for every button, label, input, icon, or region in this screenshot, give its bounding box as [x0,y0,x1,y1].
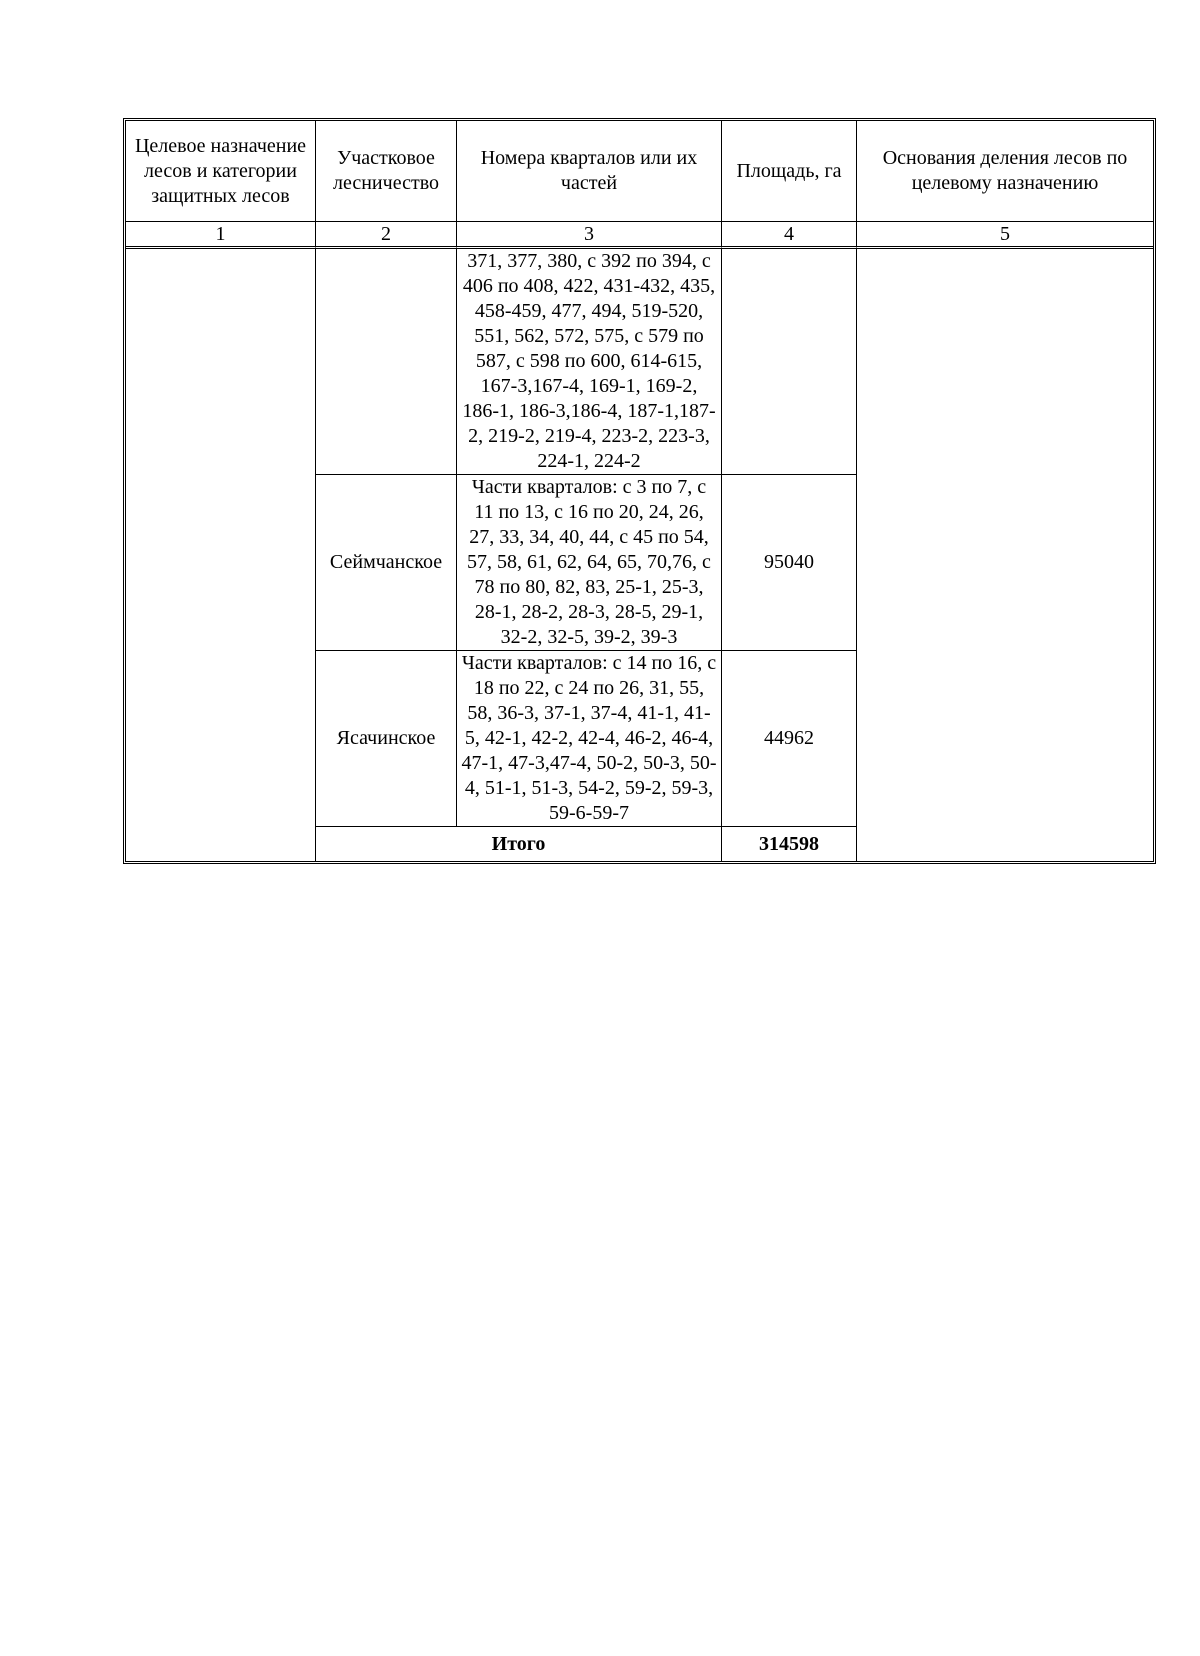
header-area: Площадь, га [722,121,857,222]
column-number: 1 [126,222,316,249]
table-row: Сеймчанское Части кварталов: с 3 по 7, с… [126,475,1153,651]
area-cell [722,249,857,475]
quarters-cell: Части кварталов: с 3 по 7, с 11 по 13, с… [457,475,722,651]
column-number: 3 [457,222,722,249]
forestry-cell [316,249,457,475]
column-number: 5 [857,222,1153,249]
forestry-cell: Сеймчанское [316,475,457,651]
basis-cell [857,249,1153,861]
forest-division-table: Целевое назначение лесов и категории защ… [123,118,1156,864]
quarters-cell: Части кварталов: с 14 по 16, с 18 по 22,… [457,651,722,827]
total-row: Итого 314598 [126,827,1153,861]
table-row: Ясачинское Части кварталов: с 14 по 16, … [126,651,1153,827]
total-area: 314598 [722,827,857,861]
table-row: 371, 377, 380, с 392 по 394, с 406 по 40… [126,249,1153,861]
total-label: Итого [316,827,722,861]
area-cell: 95040 [722,475,857,651]
forestry-cell: Ясачинское [316,651,457,827]
area-cell: 44962 [722,651,857,827]
column-number: 4 [722,222,857,249]
header-purpose: Целевое назначение лесов и категории защ… [126,121,316,222]
purpose-cell [126,249,316,861]
column-number: 2 [316,222,457,249]
quarters-cell: 371, 377, 380, с 392 по 394, с 406 по 40… [457,249,722,475]
header-quarters: Номера кварталов или их частей [457,121,722,222]
table-header-row: Целевое назначение лесов и категории защ… [126,121,1153,222]
header-forestry: Участковое лесничество [316,121,457,222]
header-basis: Основания деления лесов по целевому назн… [857,121,1153,222]
document-page: Целевое назначение лесов и категории защ… [123,118,1156,864]
column-number-row: 1 2 3 4 5 [126,222,1153,249]
